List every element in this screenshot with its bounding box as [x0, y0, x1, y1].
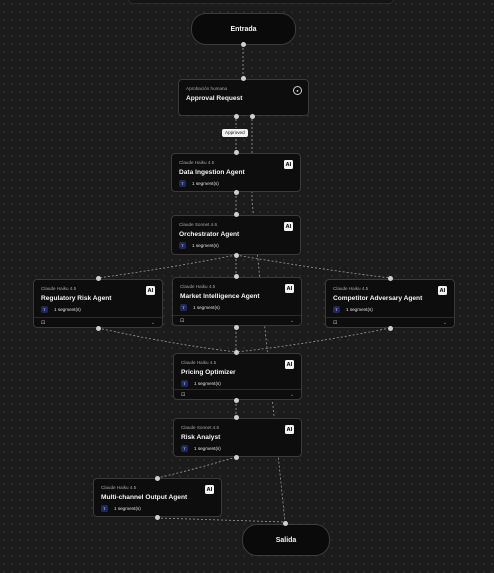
tool-icon[interactable]: ⊡ [180, 317, 185, 324]
agent-title: Orchestrator Agent [179, 231, 240, 238]
connection-handle[interactable] [387, 275, 393, 281]
anthropic-logo-icon: AI [285, 284, 294, 293]
agent-node-orchestrator[interactable]: Claude Sonnet 4.6 Orchestrator Agent T 1 … [171, 215, 301, 255]
connection-handle[interactable] [154, 514, 160, 520]
segment-label: 1 segment(s) [194, 381, 221, 386]
agent-model: Claude Sonnet 4.6 [179, 222, 218, 227]
connection-handle[interactable] [387, 325, 393, 331]
segment-count: T 1 segment(s) [333, 306, 447, 313]
chevron-down-icon[interactable]: ⌄ [442, 319, 447, 326]
approval-title: Approval Request [186, 95, 243, 102]
agent-title: Data Ingestion Agent [179, 169, 245, 176]
start-label: Entrada [230, 25, 257, 33]
text-segment-icon: T [181, 445, 188, 452]
agent-node-market[interactable]: Claude Haiku 4.5 Market Intelligence Age… [172, 277, 302, 326]
connection-handle[interactable] [249, 113, 255, 119]
anthropic-logo-icon: AI [285, 360, 294, 369]
segment-count: T 1 segment(s) [181, 445, 294, 452]
anthropic-logo-icon: AI [438, 286, 447, 295]
segment-label: 1 segment(s) [193, 305, 220, 310]
connection-handle[interactable] [95, 325, 101, 331]
approved-tag[interactable]: Approved [222, 129, 248, 137]
agent-node-risk[interactable]: Claude Sonnet 4.6 Risk Analyst T 1 segmen… [173, 418, 302, 457]
anthropic-logo-icon: AI [284, 160, 293, 169]
segment-label: 1 segment(s) [114, 506, 141, 511]
connection-handle[interactable] [233, 454, 239, 460]
chevron-down-icon[interactable]: ⌄ [289, 391, 294, 398]
connection-handle[interactable] [233, 252, 239, 258]
agent-model: Claude Haiku 4.5 [41, 286, 77, 291]
connection-handle[interactable] [233, 324, 239, 330]
connection-handle[interactable] [282, 520, 288, 526]
chevron-down-icon[interactable]: ⌄ [289, 317, 294, 324]
tool-icon[interactable]: ⊡ [41, 319, 46, 326]
text-segment-icon: T [179, 180, 186, 187]
agent-title: Competitor Adversary Agent [333, 295, 423, 302]
agent-node-regulatory[interactable]: Claude Haiku 4.5 Regulatory Risk Agent T… [33, 279, 163, 328]
segment-label: 1 segment(s) [194, 446, 221, 451]
segment-count: T 1 segment(s) [180, 304, 294, 311]
agent-title: Market Intelligence Agent [180, 293, 260, 300]
connection-handle[interactable] [233, 397, 239, 403]
segment-label: 1 segment(s) [192, 181, 219, 186]
connection-handle[interactable] [95, 275, 101, 281]
text-segment-icon: T [333, 306, 340, 313]
agent-model: Claude Haiku 4.5 [180, 284, 216, 289]
anthropic-logo-icon: AI [205, 485, 214, 494]
agent-title: Regulatory Risk Agent [41, 295, 112, 302]
connection-handle[interactable] [154, 475, 160, 481]
approval-node[interactable]: Aprobación humana Approval Request ● [178, 79, 309, 116]
segment-count: T 1 segment(s) [41, 306, 155, 313]
agent-node-ingestion[interactable]: Claude Haiku 4.5 Data Ingestion Agent T 1… [171, 153, 301, 192]
text-segment-icon: T [101, 505, 108, 512]
segment-count: T 1 segment(s) [179, 242, 293, 249]
approval-kind: Aprobación humana [186, 86, 228, 91]
agent-title: Risk Analyst [181, 434, 221, 441]
agent-model: Claude Haiku 4.5 [179, 160, 215, 165]
chevron-down-icon[interactable]: ⌄ [150, 319, 155, 326]
connection-handle[interactable] [233, 113, 239, 119]
text-segment-icon: T [180, 304, 187, 311]
connection-handle[interactable] [240, 75, 246, 81]
agent-title: Multi-channel Output Agent [101, 494, 188, 501]
text-segment-icon: T [181, 380, 188, 387]
connection-handle[interactable] [233, 349, 239, 355]
agent-node-pricing[interactable]: Claude Haiku 4.5 Pricing Optimizer T 1 se… [173, 353, 302, 400]
agent-model: Claude Haiku 4.5 [101, 485, 137, 490]
start-node[interactable]: Entrada [191, 13, 296, 45]
segment-count: T 1 segment(s) [179, 180, 293, 187]
user-circle-icon: ● [293, 86, 302, 95]
tool-icon[interactable]: ⊡ [333, 319, 338, 326]
segment-label: 1 segment(s) [54, 307, 81, 312]
connection-handle[interactable] [240, 41, 246, 47]
tool-icon[interactable]: ⊡ [181, 391, 186, 398]
agent-node-output[interactable]: Claude Haiku 4.5 Multi-channel Output Ag… [93, 478, 222, 517]
agent-title: Pricing Optimizer [181, 369, 236, 376]
anthropic-logo-icon: AI [284, 222, 293, 231]
connection-handle[interactable] [233, 414, 239, 420]
agent-model: Claude Haiku 4.5 [181, 360, 217, 365]
connection-handle[interactable] [233, 189, 239, 195]
segment-label: 1 segment(s) [192, 243, 219, 248]
agent-model: Claude Haiku 4.5 [333, 286, 369, 291]
segment-count: T 1 segment(s) [101, 505, 214, 512]
anthropic-logo-icon: AI [285, 425, 294, 434]
text-segment-icon: T [41, 306, 48, 313]
agent-model: Claude Sonnet 4.6 [181, 425, 220, 430]
text-segment-icon: T [179, 242, 186, 249]
connection-handle[interactable] [233, 273, 239, 279]
segment-count: T 1 segment(s) [181, 380, 294, 387]
connection-handle[interactable] [233, 149, 239, 155]
end-label: Salida [275, 536, 297, 544]
connection-handle[interactable] [233, 211, 239, 217]
anthropic-logo-icon: AI [146, 286, 155, 295]
end-node[interactable]: Salida [242, 524, 330, 556]
top-toolbar [128, 0, 394, 4]
agent-node-competitor[interactable]: Claude Haiku 4.5 Competitor Adversary Ag… [325, 279, 455, 328]
segment-label: 1 segment(s) [346, 307, 373, 312]
